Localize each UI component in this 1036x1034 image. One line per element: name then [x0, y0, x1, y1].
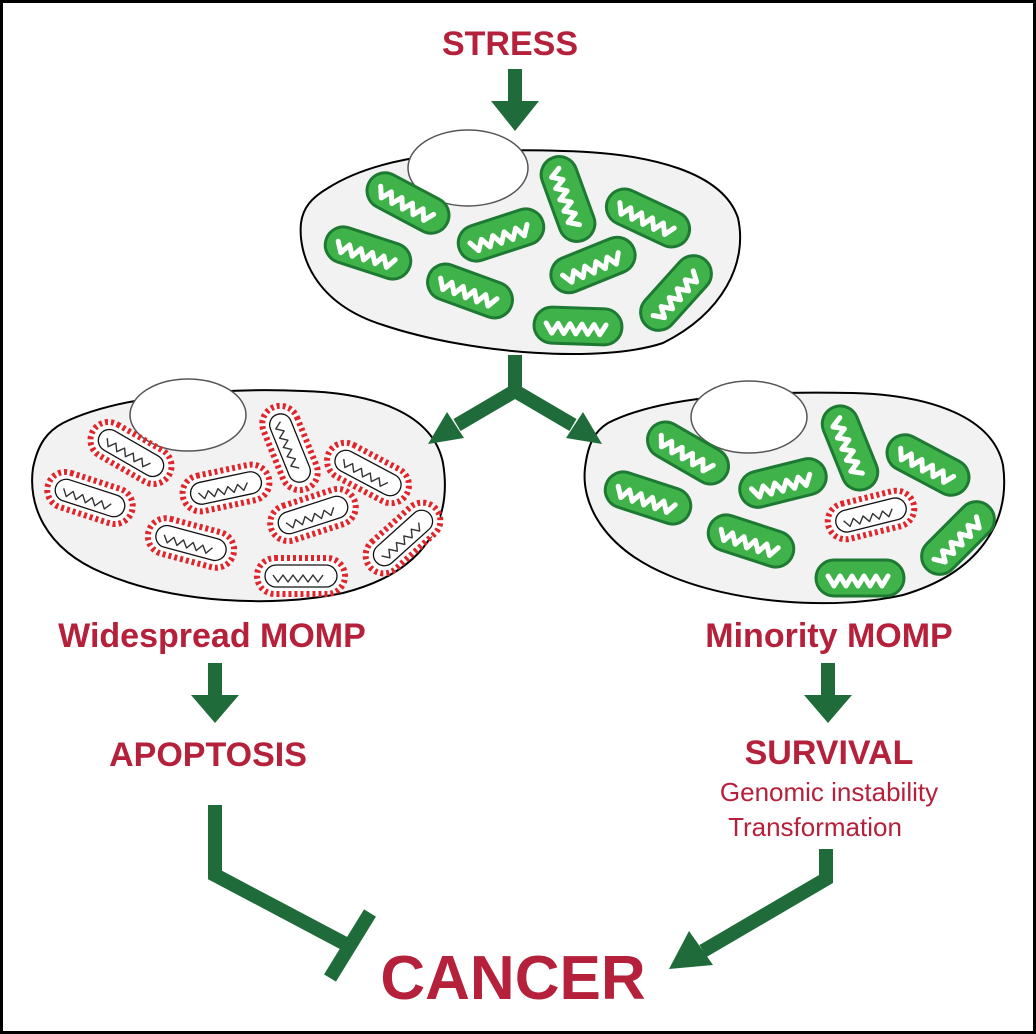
left-cell	[31, 378, 448, 603]
top-cell	[299, 129, 742, 355]
fork-arrows	[428, 355, 602, 444]
diagram-canvas	[31, 69, 1006, 982]
apoptosis-label: APOPTOSIS	[109, 736, 307, 774]
right-cell-nucleus	[690, 380, 808, 454]
widespread-momp-label: Widespread MOMP	[58, 617, 366, 655]
right-down-arrow	[804, 663, 852, 723]
transformation-label: Transformation	[728, 812, 902, 842]
stress-arrow	[491, 69, 539, 131]
left-cell-nucleus	[129, 378, 247, 452]
stress-label: STRESS	[441, 25, 579, 63]
inhibition-line	[208, 805, 376, 982]
promotion-arrow	[669, 849, 833, 969]
minority-momp-label: Minority MOMP	[705, 617, 953, 655]
left-down-arrow	[191, 663, 239, 723]
right-cell	[583, 380, 1006, 605]
genomic-instability-label: Genomic instability	[719, 777, 939, 807]
survival-label: SURVIVAL	[744, 734, 914, 772]
cancer-label: CANCER	[380, 944, 646, 1013]
top-cell-nucleus	[407, 129, 529, 207]
